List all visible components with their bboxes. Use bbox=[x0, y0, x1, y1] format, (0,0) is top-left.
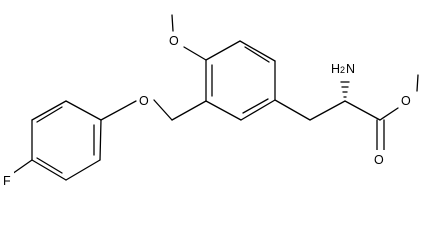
svg-text:O: O bbox=[169, 34, 179, 48]
atom-label-methoxy-oxygen: O bbox=[168, 32, 182, 48]
svg-text:N: N bbox=[346, 62, 355, 76]
atom-label-fluorine: F bbox=[2, 172, 14, 188]
double-bond-inner bbox=[36, 106, 63, 123]
bond bbox=[31, 100, 67, 121]
svg-text:O: O bbox=[401, 94, 411, 108]
double-bond-inner bbox=[36, 157, 63, 174]
bond-c-f bbox=[11, 159, 33, 175]
atom-label-carbonyl-oxygen: O bbox=[373, 150, 387, 167]
bond-o-me bbox=[171, 14, 174, 32]
bond bbox=[65, 159, 101, 181]
bond-aryl-ch2 bbox=[274, 99, 311, 121]
bond-o-methyl bbox=[416, 74, 419, 92]
bond bbox=[205, 100, 242, 121]
bond bbox=[99, 119, 102, 161]
svg-text:H2: H2 bbox=[331, 62, 345, 76]
atom-label-ester-oxygen: O bbox=[400, 92, 414, 108]
svg-text:F: F bbox=[3, 174, 11, 188]
svg-text:O: O bbox=[139, 94, 149, 108]
bond bbox=[205, 40, 241, 61]
bond-ch2-calpha bbox=[309, 100, 346, 121]
bond-o-ch2 bbox=[153, 99, 173, 121]
bond-calpha-carbonyl bbox=[344, 100, 381, 121]
double-bond-inner bbox=[244, 46, 270, 63]
bond bbox=[239, 40, 276, 62]
bond-aryl-o bbox=[100, 100, 137, 121]
atom-label-ether-oxygen: O bbox=[138, 92, 152, 108]
bond bbox=[31, 159, 67, 181]
bond-ch2-aryl bbox=[171, 100, 207, 121]
bond-c-o-ester bbox=[379, 107, 399, 121]
bond bbox=[240, 99, 276, 121]
chemical-structure-diagram: F O O H2 N O O bbox=[2, 14, 419, 188]
bond-aryl-ome bbox=[183, 46, 207, 61]
hashed-wedge-bond bbox=[340, 81, 350, 98]
fluorophenyl-ring bbox=[31, 100, 102, 181]
svg-text:O: O bbox=[374, 153, 384, 167]
double-bond-inner bbox=[242, 98, 269, 114]
atom-label-amine: H2 N bbox=[330, 60, 360, 78]
bond bbox=[65, 100, 102, 121]
central-benzene-ring bbox=[205, 40, 276, 121]
